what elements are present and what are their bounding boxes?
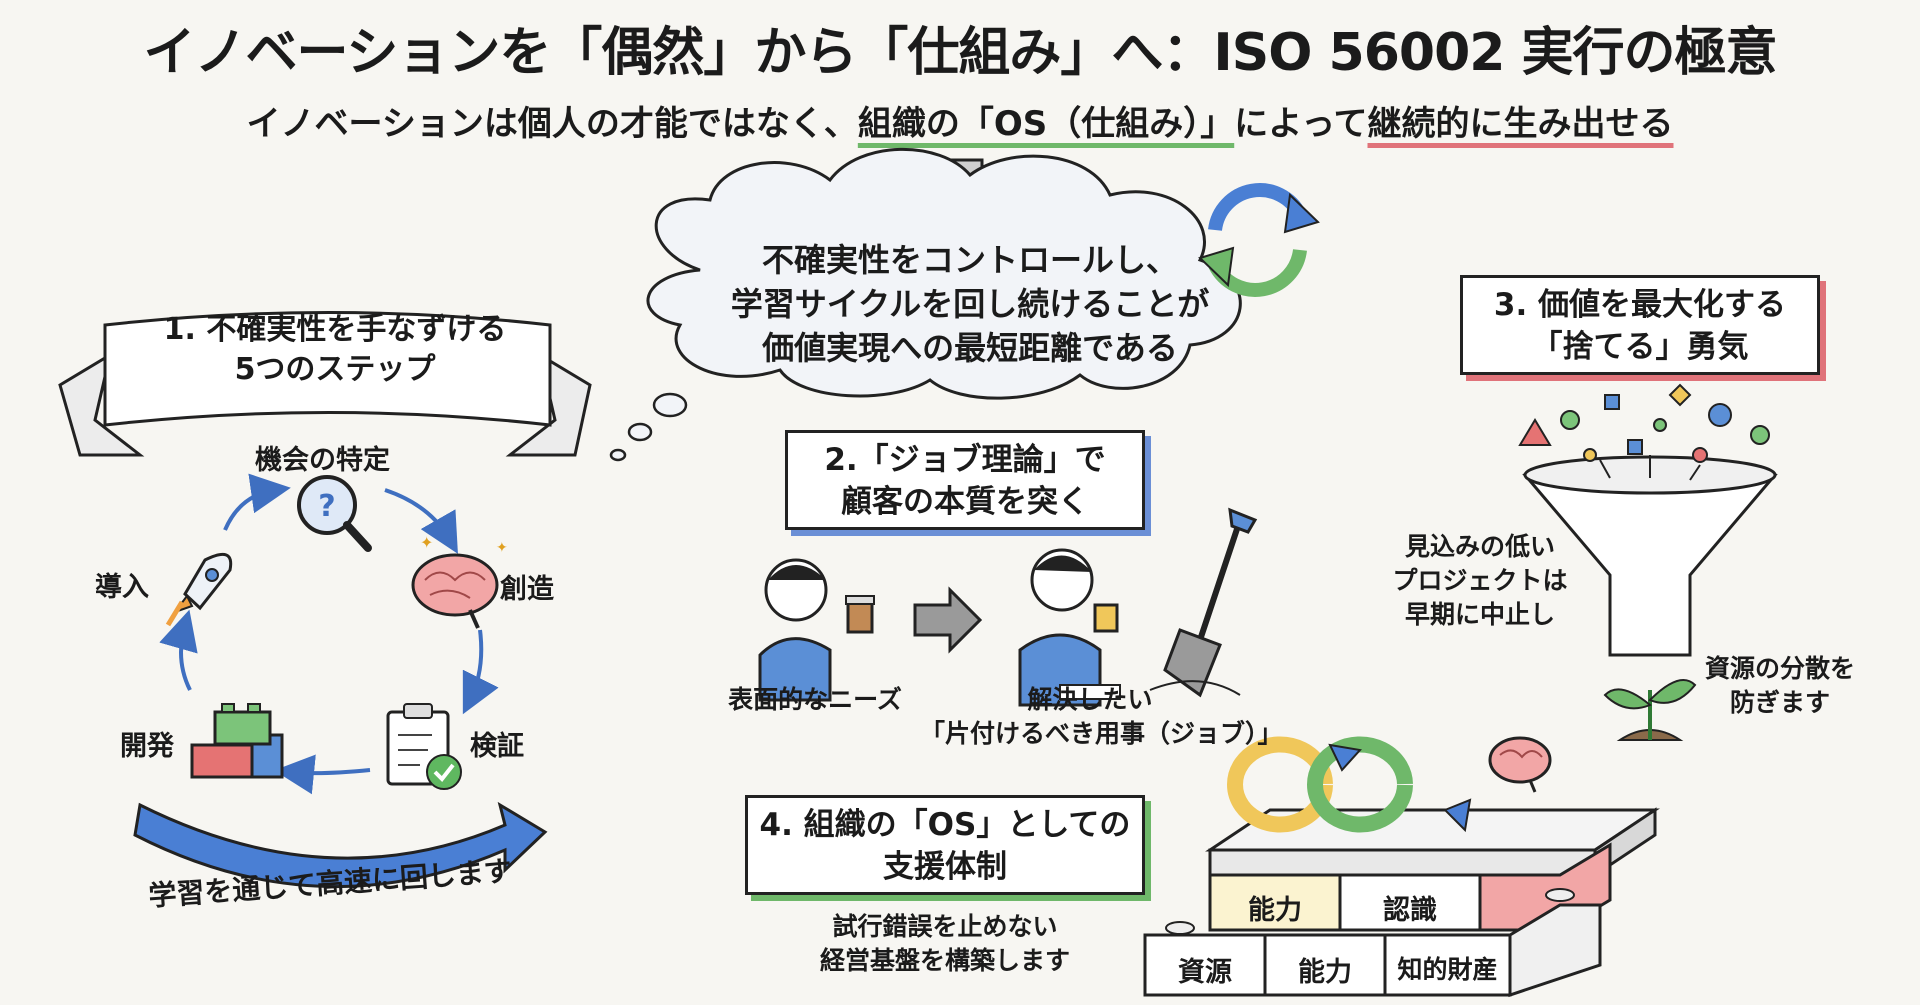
subtitle-part1: イノベーションは個人の才能ではなく、: [246, 104, 858, 144]
cloud-line-1: 不確実性をコントロールし、: [761, 241, 1178, 279]
subtitle-continuous: 継続的に生み出せる: [1367, 104, 1674, 144]
section3-title-box: 3. 価値を最大化する 「捨てる」勇気: [1460, 275, 1820, 375]
learning-loop-arrow: [133, 801, 548, 889]
job-label-line1: 解決したい: [1027, 685, 1153, 714]
step-verify-label: 検証: [470, 731, 524, 762]
prevent-dispersion-label: 資源の分散を 防ぎます: [1680, 652, 1880, 720]
section4-caption-line2: 経営基盤を構築します: [819, 946, 1070, 975]
thinker-shovel-illustration: [1018, 507, 1258, 707]
surface-needs-label: 表面的なニーズ: [728, 685, 902, 714]
infinity-loop-icon: [1227, 736, 1472, 833]
section3-title-line1: 3. 価値を最大化する: [1493, 287, 1787, 323]
section4-title-box: 4. 組織の「OS」としての 支援体制: [745, 795, 1145, 895]
subtitle-part3: によって: [1234, 104, 1368, 144]
customer-coffee-illustration: [758, 558, 875, 702]
brick-resources: 資源: [1178, 957, 1232, 988]
stop-line-2: プロジェクトは: [1392, 566, 1568, 595]
prevent-line-1: 資源の分散を: [1704, 654, 1855, 683]
section4-caption-line1: 試行錯誤を止めない: [832, 912, 1058, 941]
cycle-arrows-icon: [1198, 183, 1320, 297]
rocket-icon: [165, 552, 233, 627]
section2-title-line2: 顧客の本質を突く: [841, 484, 1089, 520]
section1-title-line1: 1. 不確実性を手なずける: [163, 312, 507, 347]
prevent-line-2: 防ぎます: [1729, 688, 1830, 717]
small-brain-icon: [1488, 736, 1552, 793]
brick-ip: 知的財産: [1397, 955, 1498, 984]
subtitle-os: 組織の「OS（仕組み）」: [857, 104, 1235, 144]
section3-title-line2: 「捨てる」勇気: [1531, 329, 1749, 365]
clipboard-check-icon: [386, 703, 462, 790]
svg-text:✦: ✦: [496, 540, 508, 556]
right-arrow-icon: [913, 586, 983, 654]
job-label: 解決したい 「片付けるべき用事（ジョブ）」: [920, 683, 1283, 751]
cloud-line-3: 価値実現への最短距離である: [762, 329, 1178, 367]
sprout-icon: [1603, 679, 1697, 741]
step-introduce-label: 導入: [95, 572, 149, 603]
section1-title: 1. 不確実性を手なずける 5つのステップ: [120, 310, 550, 390]
step-develop-label: 開発: [120, 731, 174, 762]
section4-title-line2: 支援体制: [883, 849, 1007, 885]
page-subtitle: イノベーションは個人の才能ではなく、組織の「OS（仕組み）」によって継続的に生み…: [0, 96, 1920, 145]
brick-capability-bottom: 能力: [1298, 957, 1352, 988]
brick-capability-top: 能力: [1248, 895, 1302, 926]
job-label-line2: 「片付けるべき用事（ジョブ）」: [920, 719, 1283, 748]
os-foundation-stack: [1143, 807, 1660, 998]
cloud-line-2: 学習サイクルを回し続けることが: [730, 285, 1210, 323]
section2-title-line1: 2.「ジョブ理論」で: [824, 442, 1106, 478]
cloud-message: 不確実性をコントロールし、 学習サイクルを回し続けることが 価値実現への最短距離…: [660, 238, 1280, 370]
step-create-label: 創造: [500, 574, 554, 605]
page-title: イノベーションを「偶然」から「仕組み」へ：ISO 56002 実行の極意: [143, 23, 1777, 83]
section4-title-line1: 4. 組織の「OS」としての: [759, 807, 1131, 843]
funnel-illustration: [1518, 383, 1778, 657]
brain-icon: ✦ ✦: [411, 533, 508, 629]
stop-line-3: 早期に中止し: [1404, 600, 1555, 629]
section1-title-line2: 5つのステップ: [234, 352, 436, 387]
svg-text:?: ?: [318, 489, 335, 524]
ribbon-banner: [58, 311, 592, 457]
stop-line-1: 見込みの低い: [1404, 532, 1555, 561]
lego-blocks-icon: [190, 703, 284, 779]
stop-projects-label: 見込みの低い プロジェクトは 早期に中止し: [1380, 530, 1580, 632]
thought-cloud: [609, 147, 1242, 462]
brick-awareness: 認識: [1383, 895, 1437, 926]
section4-caption: 試行錯誤を止めない 経営基盤を構築します: [775, 910, 1115, 978]
svg-text:✦: ✦: [420, 533, 433, 552]
magnifier-question-icon: ?: [297, 475, 372, 552]
section2-title-box: 2.「ジョブ理論」で 顧客の本質を突く: [785, 430, 1145, 530]
step-cycle-arrows: [159, 473, 499, 795]
step-identify-label: 機会の特定: [255, 445, 390, 476]
